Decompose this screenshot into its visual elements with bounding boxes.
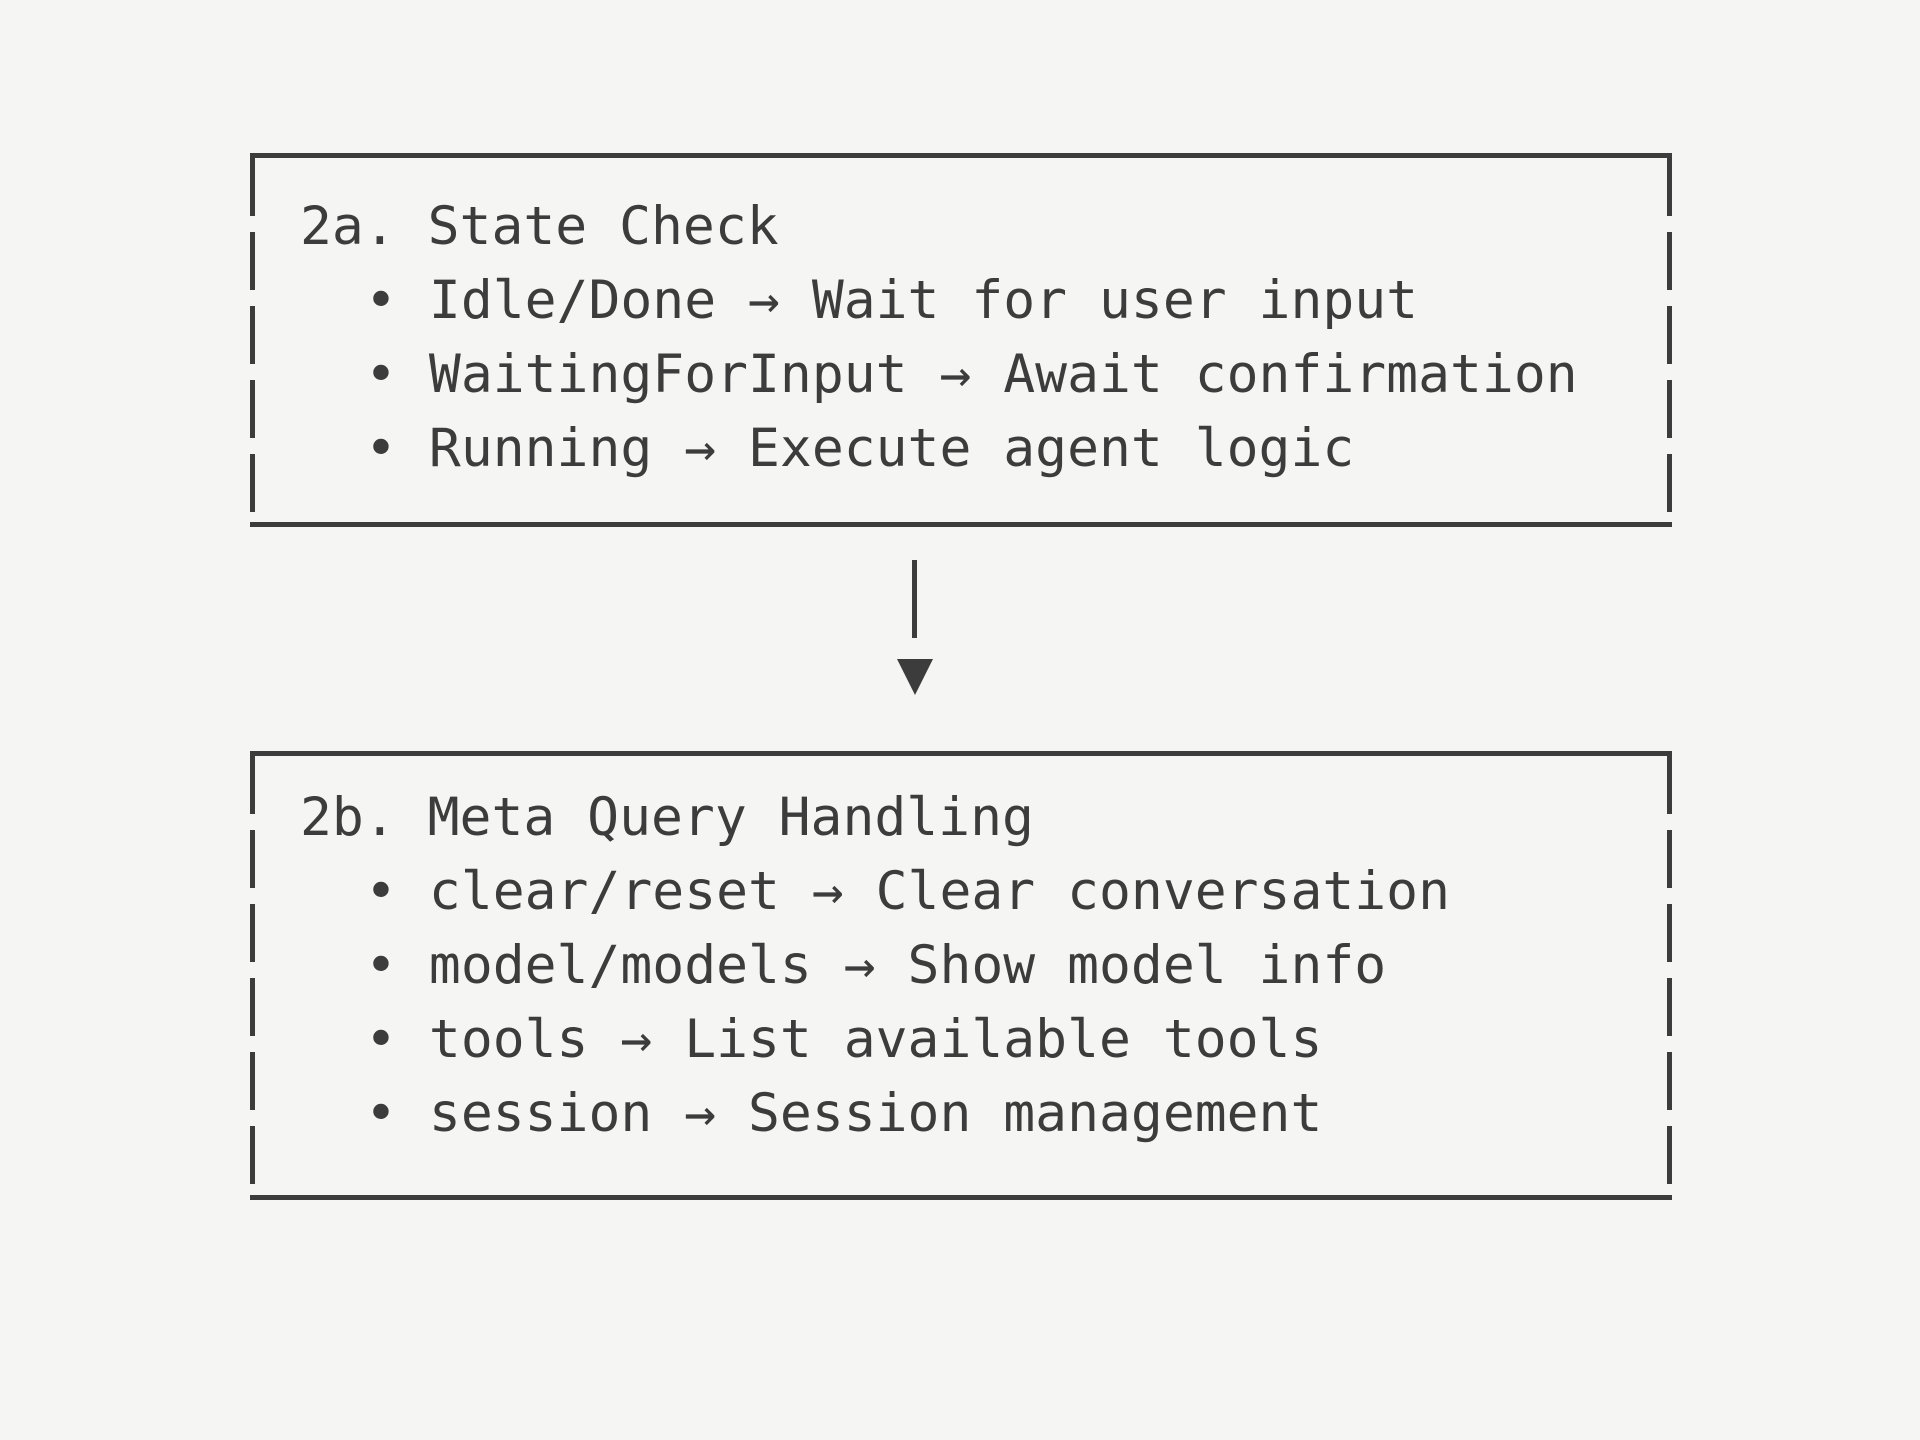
bullet-icon: • (365, 418, 397, 479)
bullet-item-text: WaitingForInput → Await confirmation (428, 344, 1578, 405)
arrow-shaft (912, 560, 917, 638)
bullet-item: • clear/reset → Clear conversation (250, 855, 1672, 929)
box-meta-query-handling-items: • clear/reset → Clear conversation • model/… (250, 855, 1672, 1151)
bullet-icon: • (365, 344, 397, 405)
bullet-item-text: session → Session management (428, 1083, 1323, 1144)
bullet-icon: • (365, 270, 397, 331)
box-state-check-title: 2a. State Check (300, 196, 779, 257)
box-meta-query-handling: 2b. Meta Query Handling • clear/reset → C… (250, 751, 1672, 1200)
bullet-item: • WaitingForInput → Await confirmation (250, 338, 1672, 412)
arrow-down-icon (897, 659, 933, 695)
bullet-item: • Idle/Done → Wait for user input (250, 264, 1672, 338)
box-state-check-items: • Idle/Done → Wait for user input • Waiting… (250, 264, 1672, 486)
bullet-icon: • (365, 1083, 397, 1144)
bullet-icon: • (365, 1009, 397, 1070)
bullet-item-text: Running → Execute agent logic (428, 418, 1355, 479)
bullet-item: • session → Session management (250, 1077, 1672, 1151)
bullet-item-text: Idle/Done → Wait for user input (428, 270, 1419, 331)
bullet-item: • Running → Execute agent logic (250, 412, 1672, 486)
bullet-item-text: model/models → Show model info (428, 935, 1387, 996)
bullet-icon: • (365, 861, 397, 922)
bullet-item: • model/models → Show model info (250, 929, 1672, 1003)
bullet-icon: • (365, 935, 397, 996)
bullet-item-text: tools → List available tools (428, 1009, 1323, 1070)
box-state-check: 2a. State Check • Idle/Done → Wait for us… (250, 153, 1672, 527)
bullet-item: • tools → List available tools (250, 1003, 1672, 1077)
box-meta-query-handling-title: 2b. Meta Query Handling (300, 787, 1034, 848)
bullet-item-text: clear/reset → Clear conversation (428, 861, 1450, 922)
